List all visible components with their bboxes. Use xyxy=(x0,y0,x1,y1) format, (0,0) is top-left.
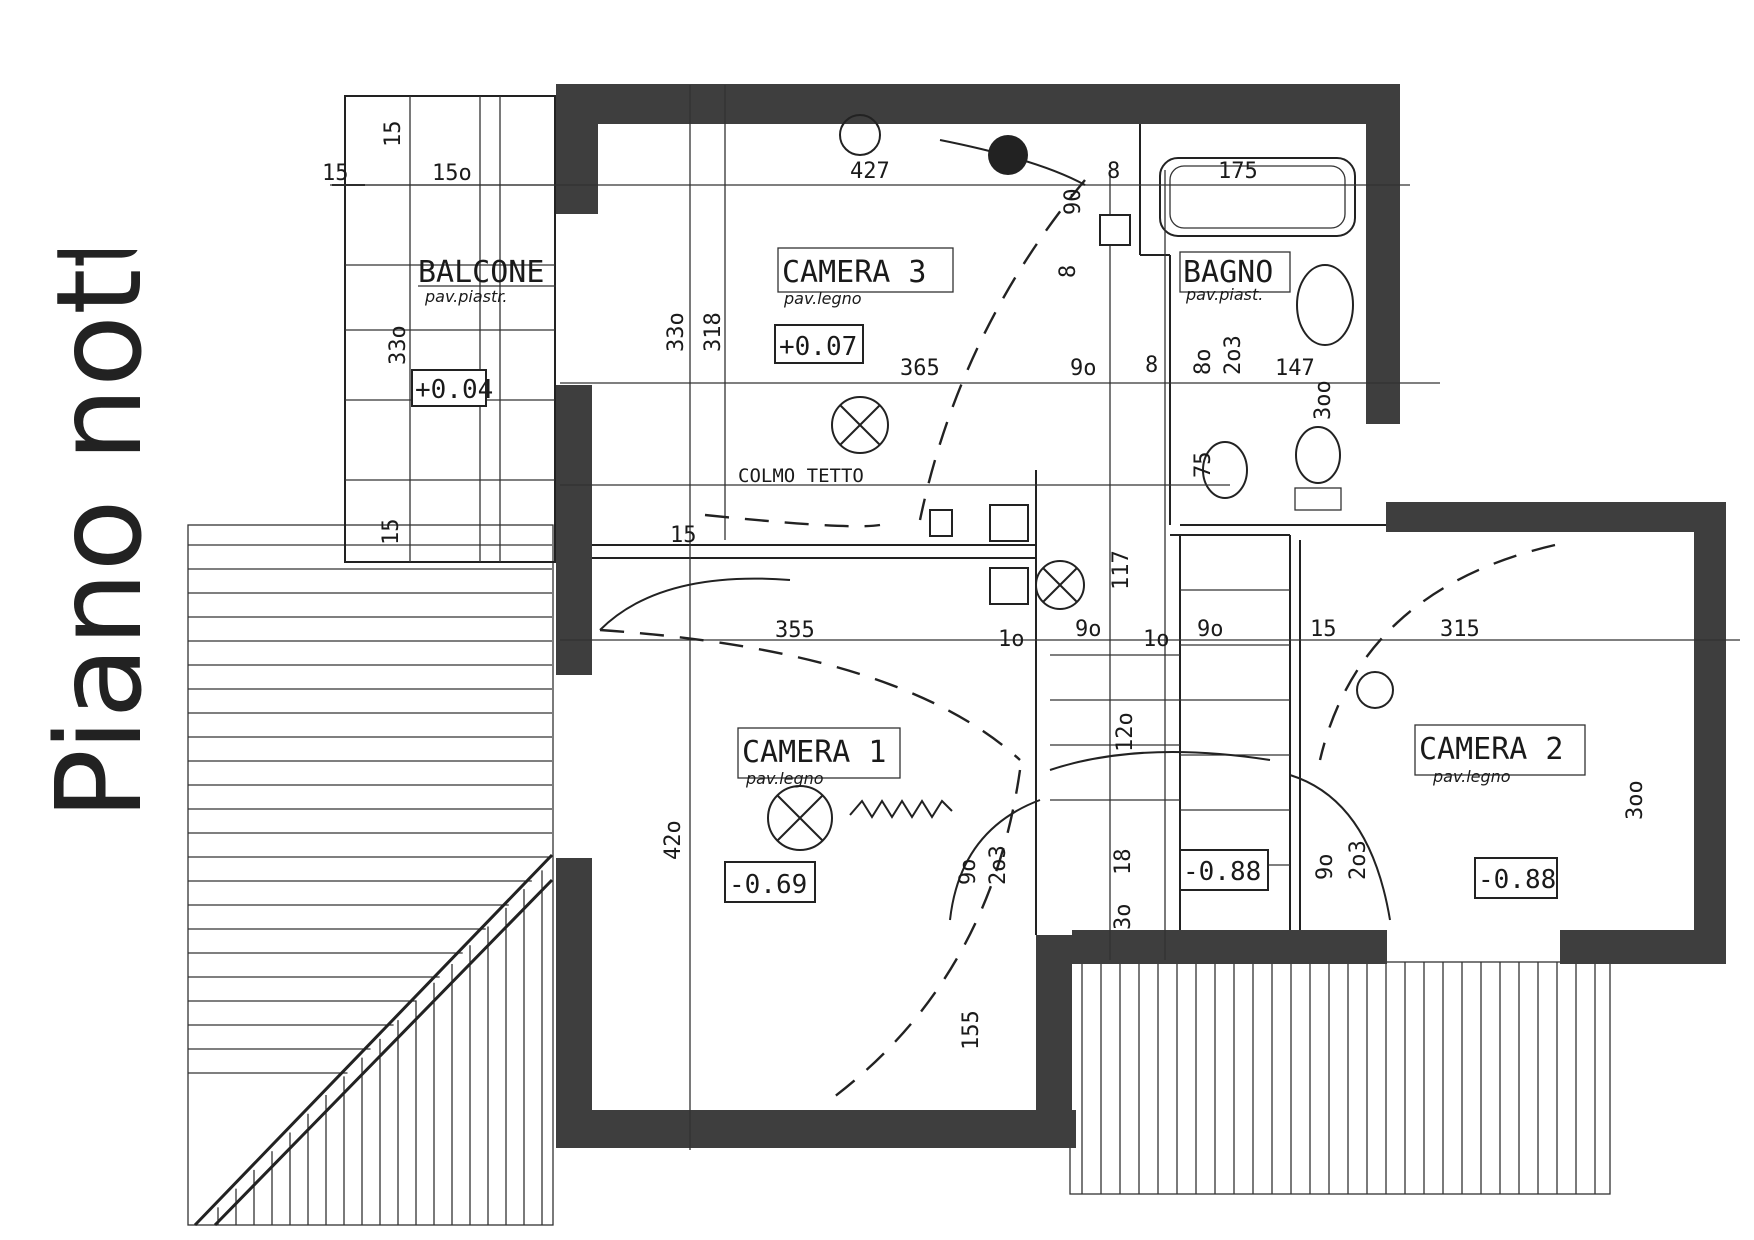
room-name: CAMERA 2 xyxy=(1419,732,1564,767)
room-balcone: BALCONE pav.piastr. +0.04 xyxy=(411,255,556,407)
room-floor: pav.legno xyxy=(783,289,862,308)
room-level: +0.07 xyxy=(779,332,857,362)
dimension-label: 8 xyxy=(1107,159,1120,184)
dimension-label: 9o xyxy=(1197,617,1224,642)
room-floor: pav.piastr. xyxy=(424,287,507,306)
dimension-label: 33o xyxy=(664,312,689,352)
dimension-label: 15o xyxy=(432,161,472,186)
dimension-label: 75 xyxy=(1191,452,1216,479)
dimension-label: 9o xyxy=(1313,854,1338,881)
bottom-terrace-hatch xyxy=(1069,961,1611,1195)
room-floor: pav.legno xyxy=(745,769,824,788)
dimension-label: 175 xyxy=(1218,159,1258,184)
dimension-label: 1o xyxy=(1143,627,1170,652)
page-title: Piano notte xyxy=(30,250,162,820)
dimension-label: 427 xyxy=(850,159,890,184)
room-level: -0.88 xyxy=(1478,865,1556,895)
dimension-label: 15 xyxy=(1310,617,1337,642)
dimension-label: 8 xyxy=(1056,265,1081,278)
room-bagno: BAGNO pav.piast. xyxy=(1179,251,1291,304)
dimension-label: 42o xyxy=(661,820,686,860)
room-name: CAMERA 1 xyxy=(742,735,887,770)
dimension-label: 117 xyxy=(1109,550,1134,590)
dimension-label: 8 xyxy=(1145,353,1158,378)
dimension-label: 3oo xyxy=(1311,380,1336,420)
dimension-label: 2o3 xyxy=(1221,335,1246,375)
landing-level: -0.88 xyxy=(1179,849,1269,891)
dimension-label: 1o xyxy=(998,627,1025,652)
room-camera-3: CAMERA 3 pav.legno +0.07 xyxy=(774,247,954,364)
dimension-label: 15 xyxy=(670,523,697,548)
dimension-label: 365 xyxy=(900,356,940,381)
dimension-label: 9o xyxy=(1070,356,1097,381)
walls xyxy=(556,84,1726,1148)
dimension-label: 315 xyxy=(1440,617,1480,642)
dimension-label: 18 xyxy=(1111,849,1136,876)
dimension-label: 8o xyxy=(1191,349,1216,376)
axis-lines xyxy=(330,85,1740,1150)
dimension-label: 15 xyxy=(381,121,406,148)
room-floor: pav.legno xyxy=(1432,767,1511,786)
dimension-label: 3oo xyxy=(1623,780,1648,820)
dimension-label: 12o xyxy=(1113,712,1138,752)
dimension-label: 9o xyxy=(956,859,981,886)
dimension-label: 318 xyxy=(701,312,726,352)
room-name: BALCONE xyxy=(418,255,544,290)
door-swings xyxy=(599,139,1556,1101)
room-camera-1: CAMERA 1 pav.legno -0.69 xyxy=(724,727,901,903)
dimension-label: 2o3 xyxy=(1346,840,1371,880)
dimensions: 15 15 15 15o 427 8 175 90 8 33o 318 33o … xyxy=(322,121,1648,1051)
electrical-symbols xyxy=(767,114,1394,851)
dimension-label: 155 xyxy=(959,1010,984,1050)
room-name: CAMERA 3 xyxy=(782,255,927,290)
page-title-text: Piano notte xyxy=(30,250,162,820)
dimension-label: 9o xyxy=(1075,617,1102,642)
dimension-label: 15 xyxy=(379,519,404,546)
dimension-label: 355 xyxy=(775,618,815,643)
dimension-label: 15 xyxy=(322,161,349,186)
dimension-label: 2o3 xyxy=(986,845,1011,885)
room-name: BAGNO xyxy=(1183,255,1273,290)
dimension-label: 147 xyxy=(1275,356,1315,381)
dimension-label: 3o xyxy=(1111,904,1136,931)
note-colmo-tetto: COLMO TETTO xyxy=(738,465,864,487)
left-terrace-hatch xyxy=(187,524,554,1227)
room-floor: pav.piast. xyxy=(1185,285,1263,304)
dimension-label: 33o xyxy=(386,325,411,365)
room-camera-2: CAMERA 2 pav.legno -0.88 xyxy=(1414,724,1586,899)
dimension-label: 90 xyxy=(1061,189,1086,216)
room-level: +0.04 xyxy=(415,375,493,405)
room-level: -0.69 xyxy=(729,870,807,900)
landing-level-value: -0.88 xyxy=(1183,857,1261,887)
